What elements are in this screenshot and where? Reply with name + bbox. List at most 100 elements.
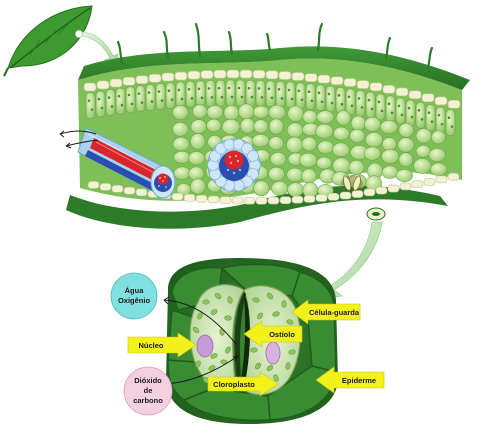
epidermal-cell — [135, 188, 148, 197]
spongy-cell — [192, 104, 208, 119]
epidermal-cell — [171, 192, 184, 201]
spongy-cell — [253, 180, 270, 197]
palisade-cell — [325, 85, 336, 113]
palisade-cell — [345, 88, 356, 116]
spongy-cell — [381, 165, 399, 179]
palisade-cell — [435, 106, 446, 134]
chloroplast-dot — [280, 97, 284, 100]
callout-celula-guarda: Célula-guarda — [291, 299, 361, 325]
leaf-icon — [3, 5, 93, 77]
spongy-cell — [364, 116, 381, 132]
spongy-cell — [413, 158, 432, 174]
chloroplast-dot — [320, 100, 324, 104]
chloroplast — [266, 364, 274, 372]
chloroplast-dot — [290, 97, 294, 101]
palisade-cell — [95, 90, 106, 118]
spongy-cell — [301, 168, 317, 184]
palisade-cell — [115, 87, 126, 115]
palisade-cell — [275, 81, 286, 108]
spongy-cell — [286, 136, 303, 154]
chloroplast-dot — [117, 94, 121, 98]
epidermal-cell — [207, 195, 220, 204]
spongy-cell — [287, 105, 304, 122]
spongy-cell — [335, 110, 351, 126]
epidermal-cell — [399, 182, 412, 191]
palisade-cell — [105, 89, 116, 116]
chloroplast-dot — [137, 92, 141, 95]
lower-epidermis — [87, 172, 460, 205]
chloroplast-dot — [380, 109, 384, 113]
spongy-cell — [188, 166, 205, 181]
spongy-cell — [286, 167, 304, 182]
chloroplast — [227, 296, 233, 304]
epidermal-cell — [195, 194, 208, 203]
chloroplast-dot — [357, 97, 361, 100]
spongy-cell — [381, 137, 397, 152]
spongy-cell — [172, 104, 189, 120]
spongy-cell — [381, 148, 400, 164]
spongy-cell — [173, 150, 191, 164]
epidermal-cell — [99, 183, 112, 191]
palisade-cell — [125, 86, 136, 114]
spongy-cell — [269, 152, 287, 167]
chloroplast — [285, 362, 291, 370]
chloroplast-dot — [430, 120, 434, 124]
spongy-cell — [316, 156, 333, 170]
chloroplast-dot — [407, 106, 411, 110]
chloroplast-dot — [377, 100, 381, 104]
palisade-cell — [255, 80, 266, 107]
chloroplast-dot — [277, 88, 281, 91]
spongy-cell — [349, 128, 366, 143]
epidermal-cell — [356, 80, 370, 89]
chloroplast-dot — [360, 106, 364, 109]
chloroplast — [286, 319, 294, 325]
palisade-cell — [305, 83, 316, 111]
chloroplast — [202, 299, 210, 305]
chloroplast — [281, 300, 287, 308]
chloroplast-dot — [190, 97, 194, 100]
spongy-cell — [190, 178, 206, 195]
chloroplast — [195, 360, 201, 368]
chloroplast-dot — [97, 97, 101, 101]
label-agua: Água — [125, 286, 145, 295]
spongy-cell — [315, 123, 334, 139]
epidermal-cell — [279, 196, 292, 205]
spongy-cell — [251, 133, 270, 148]
chloroplast-dot — [310, 99, 314, 103]
epidermal-cell — [447, 172, 460, 181]
chloroplast-dot — [307, 90, 311, 94]
chloroplast-dot — [257, 87, 261, 90]
chloroplast-dot — [267, 87, 271, 91]
spongy-cell — [428, 147, 446, 163]
palisade-cell — [405, 99, 416, 127]
label-epiderme: Epiderme — [342, 376, 376, 385]
spongy-cell — [287, 182, 304, 197]
palisade-cell — [135, 85, 146, 112]
chloroplast-dot — [447, 116, 451, 120]
epidermal-cell — [239, 69, 253, 79]
chloroplast-dot — [420, 118, 424, 121]
stoma-cross-section — [341, 175, 363, 191]
spongy-cell — [188, 151, 206, 166]
palisade-cell — [375, 93, 386, 121]
chloroplast-dot — [90, 108, 94, 111]
palisade-cell — [285, 81, 296, 109]
chloroplast-dot — [100, 106, 104, 110]
epidermal-cell — [174, 71, 188, 81]
chloroplast-dot — [140, 101, 144, 104]
palisade-cell — [175, 81, 186, 109]
palisade-cell — [445, 109, 456, 137]
magnified-stoma — [166, 258, 338, 424]
spongy-cell — [190, 133, 206, 150]
chloroplast-dot — [150, 100, 154, 103]
spongy-cell — [332, 157, 351, 174]
chloroplast-dot — [347, 95, 351, 99]
palisade-cell — [425, 104, 436, 132]
spongy-cell — [316, 110, 335, 124]
chloroplast-dot — [220, 95, 224, 99]
spongy-cell — [223, 105, 240, 121]
chloroplast-dot — [127, 93, 131, 97]
spongy-cell — [173, 166, 191, 180]
chloroplast-dot — [230, 95, 234, 99]
chloroplast — [192, 326, 200, 334]
